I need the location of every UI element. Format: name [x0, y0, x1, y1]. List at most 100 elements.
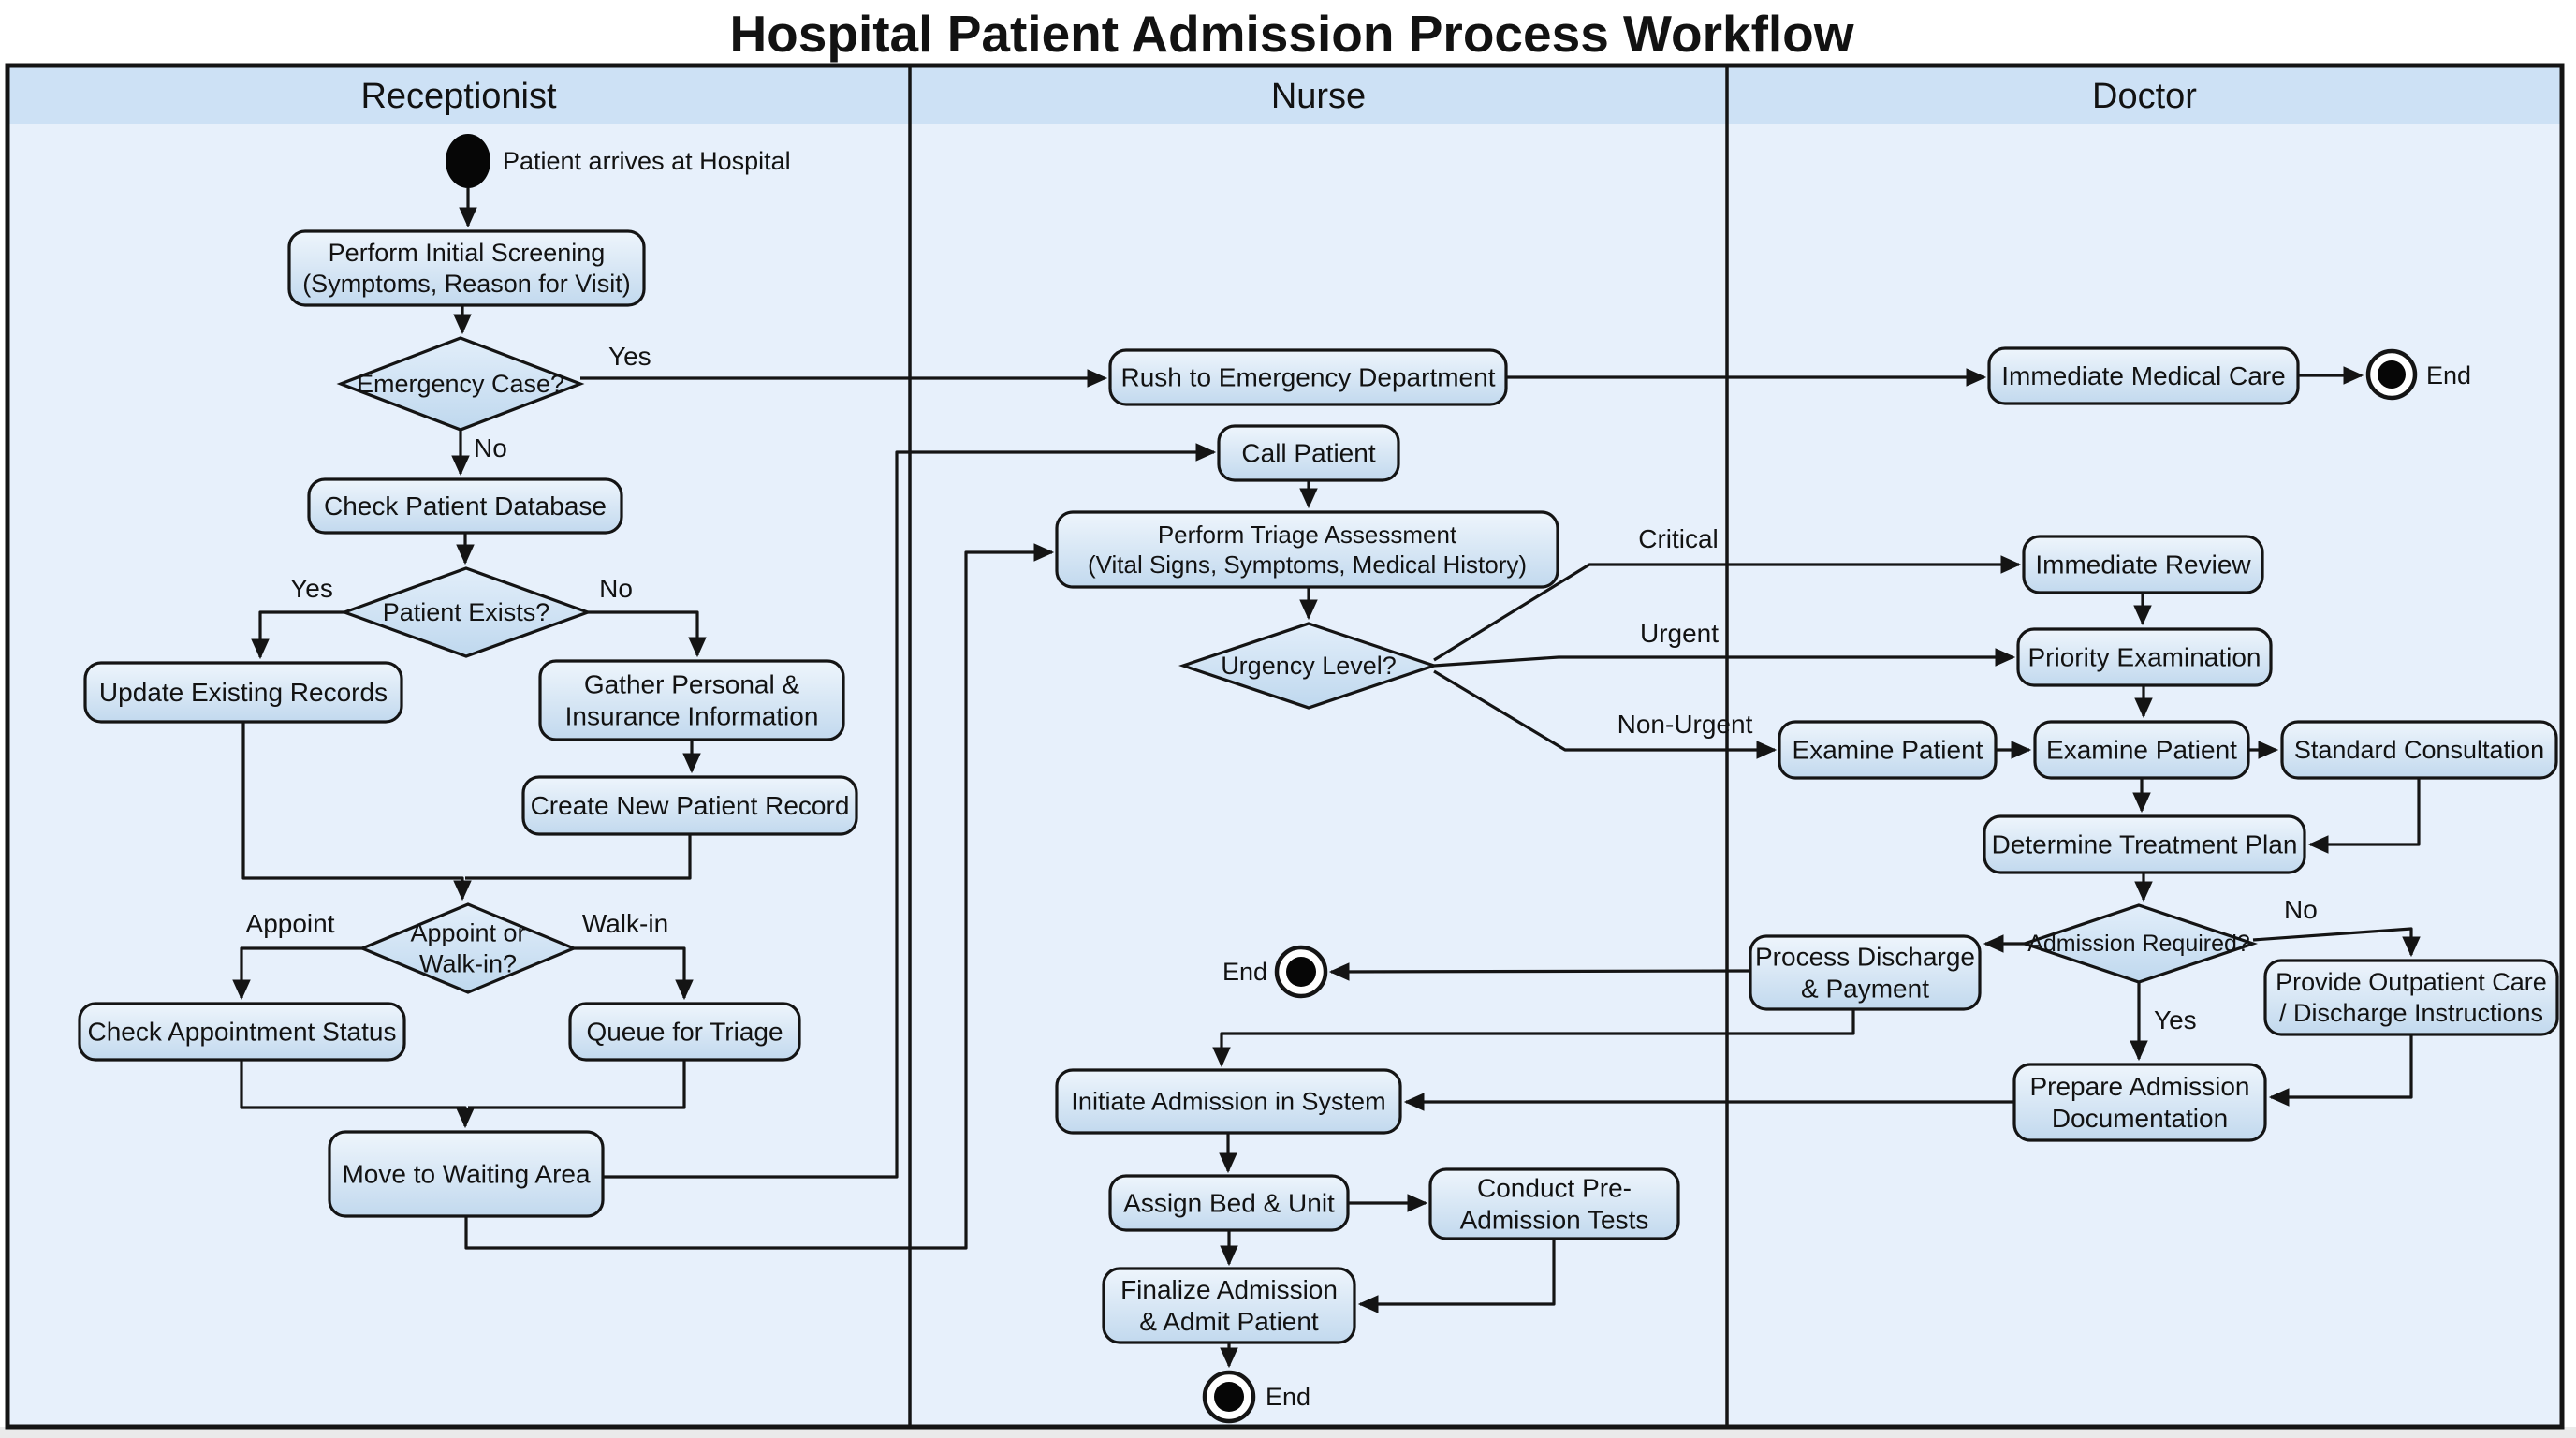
- priority-examination-label: Priority Examination: [2028, 643, 2261, 672]
- initial-screening-shape: [287, 229, 646, 307]
- priority-examination-shape: [2016, 627, 2273, 687]
- emergency-case-label: Emergency Case?: [357, 370, 564, 398]
- perform-triage-assessment-label: (Vital Signs, Symptoms, Medical History): [1088, 550, 1527, 579]
- node-start: Patient arrives at Hospital: [446, 134, 791, 188]
- node-initiate-admission: Initiate Admission in System: [1055, 1068, 1402, 1135]
- check-appointment-status-shape: [78, 1002, 406, 1062]
- edge-urgency-critical: [1433, 555, 2022, 662]
- patient-exists-shape: [340, 566, 593, 658]
- edge-label-emergency-no: No: [474, 433, 507, 462]
- end-discharge-inner: [1286, 957, 1316, 987]
- immediate-review-shape: [2022, 535, 2264, 594]
- node-end-discharge: End: [1222, 945, 1328, 999]
- end-admitted-side-label: End: [1266, 1383, 1310, 1411]
- standard-consultation-shape: [2280, 720, 2558, 780]
- diagram-frame: [5, 63, 2565, 1430]
- immediate-medical-care-label: Immediate Medical Care: [2001, 361, 2285, 390]
- footer-strip: [0, 1427, 2576, 1438]
- node-process-discharge-payment: Process Discharge& Payment: [1749, 934, 1982, 1011]
- gather-insurance-info-label: Gather Personal &: [584, 670, 800, 699]
- end-admitted-inner: [1214, 1382, 1244, 1412]
- examine-patient-doctor-shape: [2033, 720, 2250, 780]
- move-to-waiting-area-shape: [328, 1130, 605, 1218]
- node-call-patient: Call Patient: [1217, 424, 1400, 482]
- node-examine-patient-nurse-side: Examine Patient: [1778, 720, 1998, 780]
- initial-screening-label: Perform Initial Screening: [329, 239, 606, 267]
- prepare-admission-documentation-label: Documentation: [2052, 1104, 2228, 1133]
- urgency-level-shape: [1178, 622, 1440, 710]
- initiate-admission-label: Initiate Admission in System: [1071, 1088, 1385, 1116]
- appoint-or-walkin-shape: [358, 902, 578, 994]
- node-end-admitted: End: [1202, 1370, 1310, 1424]
- node-finalize-admission: Finalize Admission & Admit Patient: [1102, 1267, 1356, 1344]
- initial-screening-label: (Symptoms, Reason for Visit): [302, 270, 631, 298]
- standard-consultation-label: Standard Consultation: [2294, 736, 2544, 764]
- call-patient-label: Call Patient: [1241, 439, 1375, 468]
- node-check-appointment-status: Check Appointment Status: [78, 1002, 406, 1062]
- admission-required-label: Admission Required?: [2027, 931, 2250, 957]
- edge-outpatient-to-prepare: [2268, 1035, 2413, 1107]
- process-discharge-payment-label: Process Discharge: [1755, 943, 1975, 972]
- determine-treatment-plan-shape: [1983, 814, 2306, 874]
- create-new-patient-record-shape: [521, 775, 858, 836]
- end-emergency-inner: [2378, 360, 2406, 389]
- node-assign-bed-unit: Assign Bed & Unit: [1108, 1174, 1350, 1232]
- rush-to-emergency-label: Rush to Emergency Department: [1121, 363, 1496, 392]
- immediate-medical-care-shape: [1987, 346, 2300, 405]
- provide-outpatient-care-label: Provide Outpatient Care: [2276, 968, 2547, 996]
- node-examine-patient-doctor: Examine Patient: [2033, 720, 2250, 780]
- node-determine-treatment-plan: Determine Treatment Plan: [1983, 814, 2306, 874]
- node-initial-screening: Perform Initial Screening (Symptoms, Reas…: [287, 229, 646, 307]
- edge-standard-to-determine: [2307, 779, 2421, 854]
- update-existing-records-label: Update Existing Records: [99, 678, 388, 707]
- create-new-patient-record-label: Create New Patient Record: [531, 791, 850, 820]
- finalize-admission-label: Finalize Admission: [1120, 1275, 1338, 1304]
- node-patient-exists: Patient Exists?: [340, 566, 593, 658]
- node-update-existing-records: Update Existing Records: [83, 661, 403, 724]
- edge-checkappt-join-down: [240, 1060, 475, 1129]
- edge-discharge-to-initiate: [1212, 1010, 1855, 1068]
- node-end-emergency: End: [2365, 348, 2471, 401]
- node-move-to-waiting-area: Move to Waiting Area: [328, 1130, 605, 1218]
- node-create-new-patient-record: Create New Patient Record: [521, 775, 858, 836]
- node-admission-required: Admission Required?: [2019, 903, 2259, 984]
- diagram-title: Hospital Patient Admission Process Workf…: [729, 5, 1853, 63]
- conduct-pre-admission-tests-label: Admission Tests: [1460, 1206, 1649, 1235]
- check-patient-database-label: Check Patient Database: [324, 492, 607, 521]
- start-node-shape: [446, 134, 490, 188]
- end-discharge-side-label: End: [1222, 958, 1267, 986]
- node-priority-examination: Priority Examination: [2016, 627, 2273, 687]
- edge-exists-yes: [251, 610, 344, 660]
- gather-insurance-info-label: Insurance Information: [565, 702, 819, 731]
- edge-update-join-down: [242, 722, 472, 902]
- node-perform-triage-assessment: Perform Triage Assessment(Vital Signs, S…: [1055, 510, 1559, 589]
- lane-header-doctor: [1727, 66, 2562, 124]
- finalize-admission-shape: [1102, 1267, 1356, 1344]
- check-patient-database-shape: [307, 477, 623, 535]
- perform-triage-assessment-label: Perform Triage Assessment: [1158, 521, 1457, 549]
- edge-label-exists-no: No: [599, 574, 633, 603]
- lane-label-receptionist: Receptionist: [360, 77, 557, 116]
- lane-label-nurse: Nurse: [1271, 77, 1366, 116]
- admission-required-shape: [2019, 903, 2259, 984]
- edge-label-emergency-yes: Yes: [608, 342, 651, 371]
- queue-for-triage-label: Queue for Triage: [586, 1018, 783, 1047]
- lane-label-doctor: Doctor: [2092, 77, 2197, 116]
- edge-label-urgency-nonurgent: Non-Urgent: [1617, 710, 1753, 739]
- edge-create-join: [465, 834, 692, 880]
- lane-header-receptionist: [7, 66, 910, 124]
- finalize-admission-label: & Admit Patient: [1139, 1307, 1319, 1336]
- node-check-patient-database: Check Patient Database: [307, 477, 623, 535]
- gather-insurance-info-shape: [538, 659, 845, 741]
- node-queue-for-triage: Queue for Triage: [568, 1002, 801, 1062]
- prepare-admission-documentation-label: Prepare Admission: [2029, 1072, 2249, 1101]
- emergency-case-shape: [336, 336, 585, 432]
- edge-exists-no: [588, 610, 707, 658]
- assign-bed-unit-label: Assign Bed & Unit: [1123, 1189, 1335, 1218]
- edge-wait-to-callpatient: [603, 443, 1217, 1179]
- edge-admreq-no: [2252, 927, 2421, 958]
- lane-header-nurse: [910, 66, 1727, 124]
